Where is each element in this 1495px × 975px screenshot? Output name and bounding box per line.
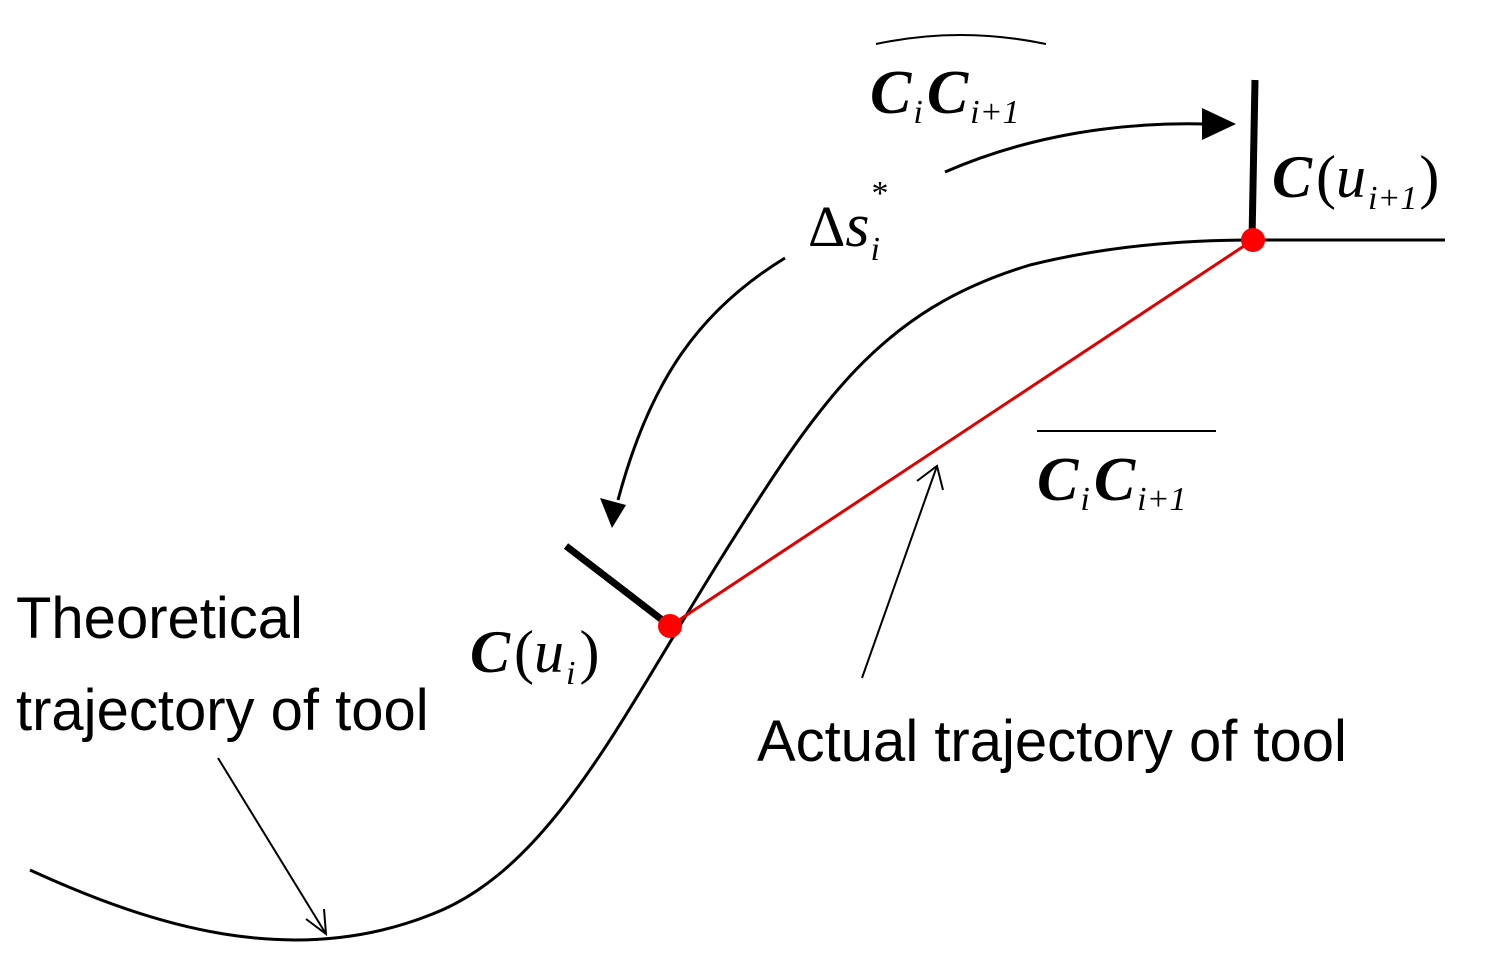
actual-trajectory-label: Actual trajectory of tool [757, 709, 1347, 774]
delta-s-arrow [616, 256, 786, 501]
label-c-ui-u: u [534, 619, 564, 685]
label-c-ui1: C(ui+1) [1272, 144, 1439, 217]
point-c-ui1 [1241, 228, 1265, 252]
theoretical-label-line2: trajectory of tool [16, 678, 429, 743]
label-c-ui-open: ( [514, 619, 534, 685]
label-c-ui1-sub: i+1 [1368, 180, 1417, 217]
delta-s-delta: Δ [808, 194, 845, 259]
arc-label: CiCi+1 [870, 59, 1020, 131]
tick-at-c-ui1 [1248, 79, 1259, 241]
delta-s-arrowhead [600, 498, 626, 528]
arc-overline [875, 34, 1047, 45]
label-c-ui-c: C [470, 619, 511, 685]
theoretical-trajectory-pointer [217, 757, 327, 935]
label-c-ui: C(ui) [470, 619, 599, 692]
tick-at-c-ui [563, 543, 673, 629]
delta-s-label: Δs* i [808, 175, 888, 268]
label-c-ui1-close: ) [1419, 144, 1439, 210]
chord-label-sub-i: i [1080, 481, 1089, 518]
arc-label-sub-i1: i+1 [970, 94, 1019, 131]
label-c-ui-close: ) [579, 619, 599, 685]
label-c-ui1-c: C [1272, 144, 1313, 210]
chord-label-c1: C [1037, 446, 1079, 514]
delta-s-sup: * [871, 175, 888, 212]
delta-s-s: s [845, 192, 869, 260]
label-c-ui1-u: u [1336, 144, 1366, 210]
delta-s-sub: i [870, 231, 879, 268]
chord-label-sub-i1: i+1 [1137, 481, 1186, 518]
arc-length-arrow [944, 122, 1206, 174]
chord-label-c2: C [1094, 446, 1136, 514]
arc-label-c1: C [870, 59, 912, 127]
actual-trajectory-chord [669, 238, 1254, 628]
label-c-ui-sub: i [566, 655, 575, 692]
arc-length-arrowhead [1202, 108, 1236, 140]
label-c-ui1-open: ( [1316, 144, 1336, 210]
arc-label-c2: C [927, 59, 969, 127]
point-c-ui [658, 614, 682, 638]
theoretical-trajectory-pointer-head [305, 908, 328, 937]
actual-trajectory-pointer [861, 465, 938, 679]
arc-label-sub-i: i [913, 94, 922, 131]
theoretical-curve [29, 238, 1445, 942]
theoretical-label-line1: Theoretical [16, 586, 303, 651]
actual-trajectory-pointer-head [916, 464, 944, 491]
chord-label: CiCi+1 [1037, 446, 1187, 518]
